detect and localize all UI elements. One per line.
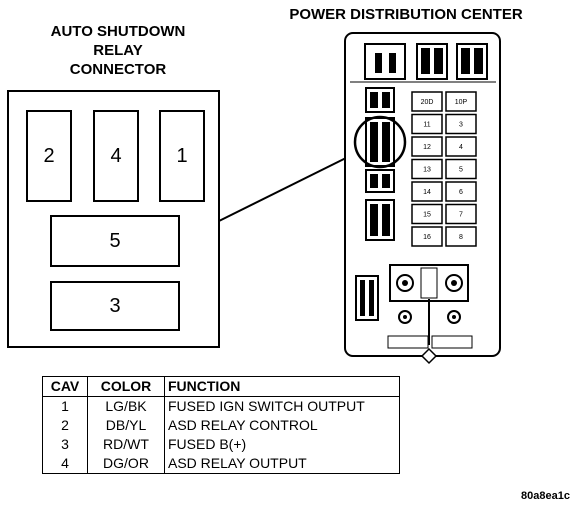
fuse-label: 15 [423,212,431,219]
asd-title-line2: RELAY [93,42,143,59]
cavity-function-table: CAV COLOR FUNCTION 1 LG/BK FUSED IGN SWI… [42,376,400,474]
table-row: 3 RD/WT FUSED B(+) [42,435,400,454]
asd-connector-title: AUTO SHUTDOWN RELAY CONNECTOR [18,22,218,79]
cell-color: DG/OR [87,454,165,474]
asd-title-line1: AUTO SHUTDOWN [50,23,186,40]
table-row: 4 DG/OR ASD RELAY OUTPUT [42,454,400,474]
figure-reference-code: 80a8ea1c [521,490,570,502]
table-row: 2 DB/YL ASD RELAY CONTROL [42,416,400,435]
pdc-top-relays [364,43,488,80]
cavity-label-4: 4 [110,144,122,167]
fuse-label: 11 [423,122,430,129]
cell-color: LG/BK [87,396,165,416]
fuse-label: 10P [455,99,468,106]
fuse-cell [445,113,477,135]
cavity-label-2: 2 [43,144,55,167]
fuse-cell [411,181,443,202]
header-color: COLOR [87,376,165,397]
cell-color: RD/WT [87,435,165,454]
cell-function: FUSED IGN SWITCH OUTPUT [164,396,400,416]
cell-function: ASD RELAY CONTROL [164,416,400,435]
pdc-title: POWER DISTRIBUTION CENTER [289,6,523,23]
fuse-label: 13 [423,167,431,174]
asd-title-line3: CONNECTOR [69,61,167,78]
fuse-label: 14 [423,189,431,196]
fuse-cell [445,203,477,225]
fuse-label: 16 [423,234,431,241]
cavity-4-shape [93,110,139,202]
cell-cav: 1 [42,396,88,416]
fuse-cell [445,91,477,112]
fuse-cell [411,113,443,135]
pdc-lower-section [355,264,473,365]
fuse-label: 5 [459,167,463,174]
cavity-3-shape [50,281,180,331]
asd-relay-callout [353,115,407,169]
cell-function: ASD RELAY OUTPUT [164,454,400,474]
fuse-cell [411,158,443,180]
header-cav: CAV [42,376,88,397]
header-function: FUNCTION [164,376,400,397]
fuse-label: 6 [459,189,463,196]
cell-color: DB/YL [87,416,165,435]
fuse-label: 12 [423,144,431,151]
pdc-left-relays [365,87,395,241]
cavity-label-5: 5 [109,229,121,252]
cell-function: FUSED B(+) [164,435,400,454]
fuse-cell [445,181,477,202]
fuse-label: 3 [459,122,463,129]
cavity-2-shape [26,110,72,202]
table-header-row: CAV COLOR FUNCTION [42,376,400,397]
cavity-1-shape [159,110,205,202]
fuse-cell [445,136,477,157]
fuse-label: 8 [459,234,463,241]
fuse-cell [411,91,443,112]
fuse-cell [411,226,443,247]
cell-cav: 4 [42,454,88,474]
fuse-cell [445,158,477,180]
cell-cav: 3 [42,435,88,454]
pdc-fuse-grid: 20D 10P 11 3 12 4 13 5 14 6 15 7 16 8 [411,91,477,247]
fuse-label: 4 [459,144,463,151]
cavity-label-1: 1 [176,144,188,167]
fuse-cell [445,226,477,247]
fuse-label: 7 [459,212,463,219]
fuse-cell [411,136,443,157]
fuse-label: 20D [421,99,434,106]
fuse-cell [411,203,443,225]
cell-cav: 2 [42,416,88,435]
cavity-label-3: 3 [109,294,121,317]
table-row: 1 LG/BK FUSED IGN SWITCH OUTPUT [42,396,400,416]
cavity-5-shape [50,215,180,267]
leader-line [218,151,359,222]
